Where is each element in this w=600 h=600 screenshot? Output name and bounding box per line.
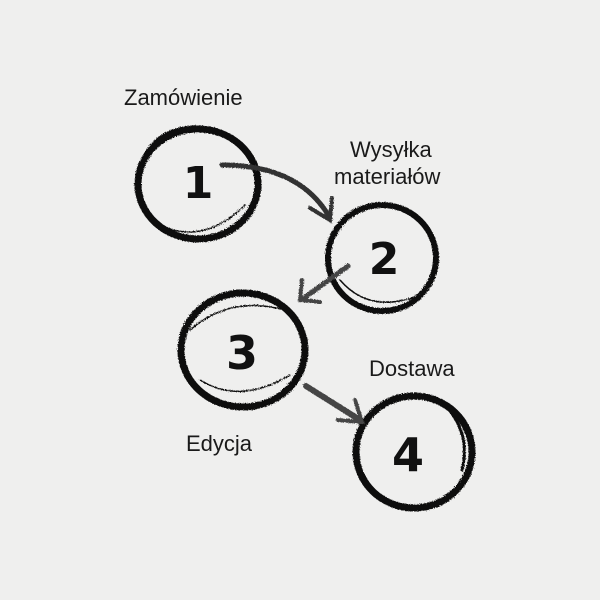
step-4-label: Dostawa [369, 356, 455, 381]
step-4-number: 4 [391, 428, 424, 482]
step-2-circle [325, 202, 439, 314]
step-2-label-line1: Wysyłka [350, 137, 432, 162]
arrow-1-to-2 [219, 162, 334, 224]
step-2-number: 2 [368, 234, 400, 285]
step-3-label: Edycja [186, 431, 253, 456]
step-1-number: 1 [182, 158, 214, 209]
step-4-circle [352, 392, 476, 512]
step-1-label: Zamówienie [124, 85, 243, 110]
arrow-3-to-4 [303, 383, 365, 425]
step-3-number: 3 [225, 326, 258, 380]
step-2-label-line2: materiałów [334, 164, 441, 189]
step-1-circle [134, 125, 262, 243]
step-3-circle [177, 289, 309, 411]
arrow-2-to-3 [297, 263, 351, 304]
